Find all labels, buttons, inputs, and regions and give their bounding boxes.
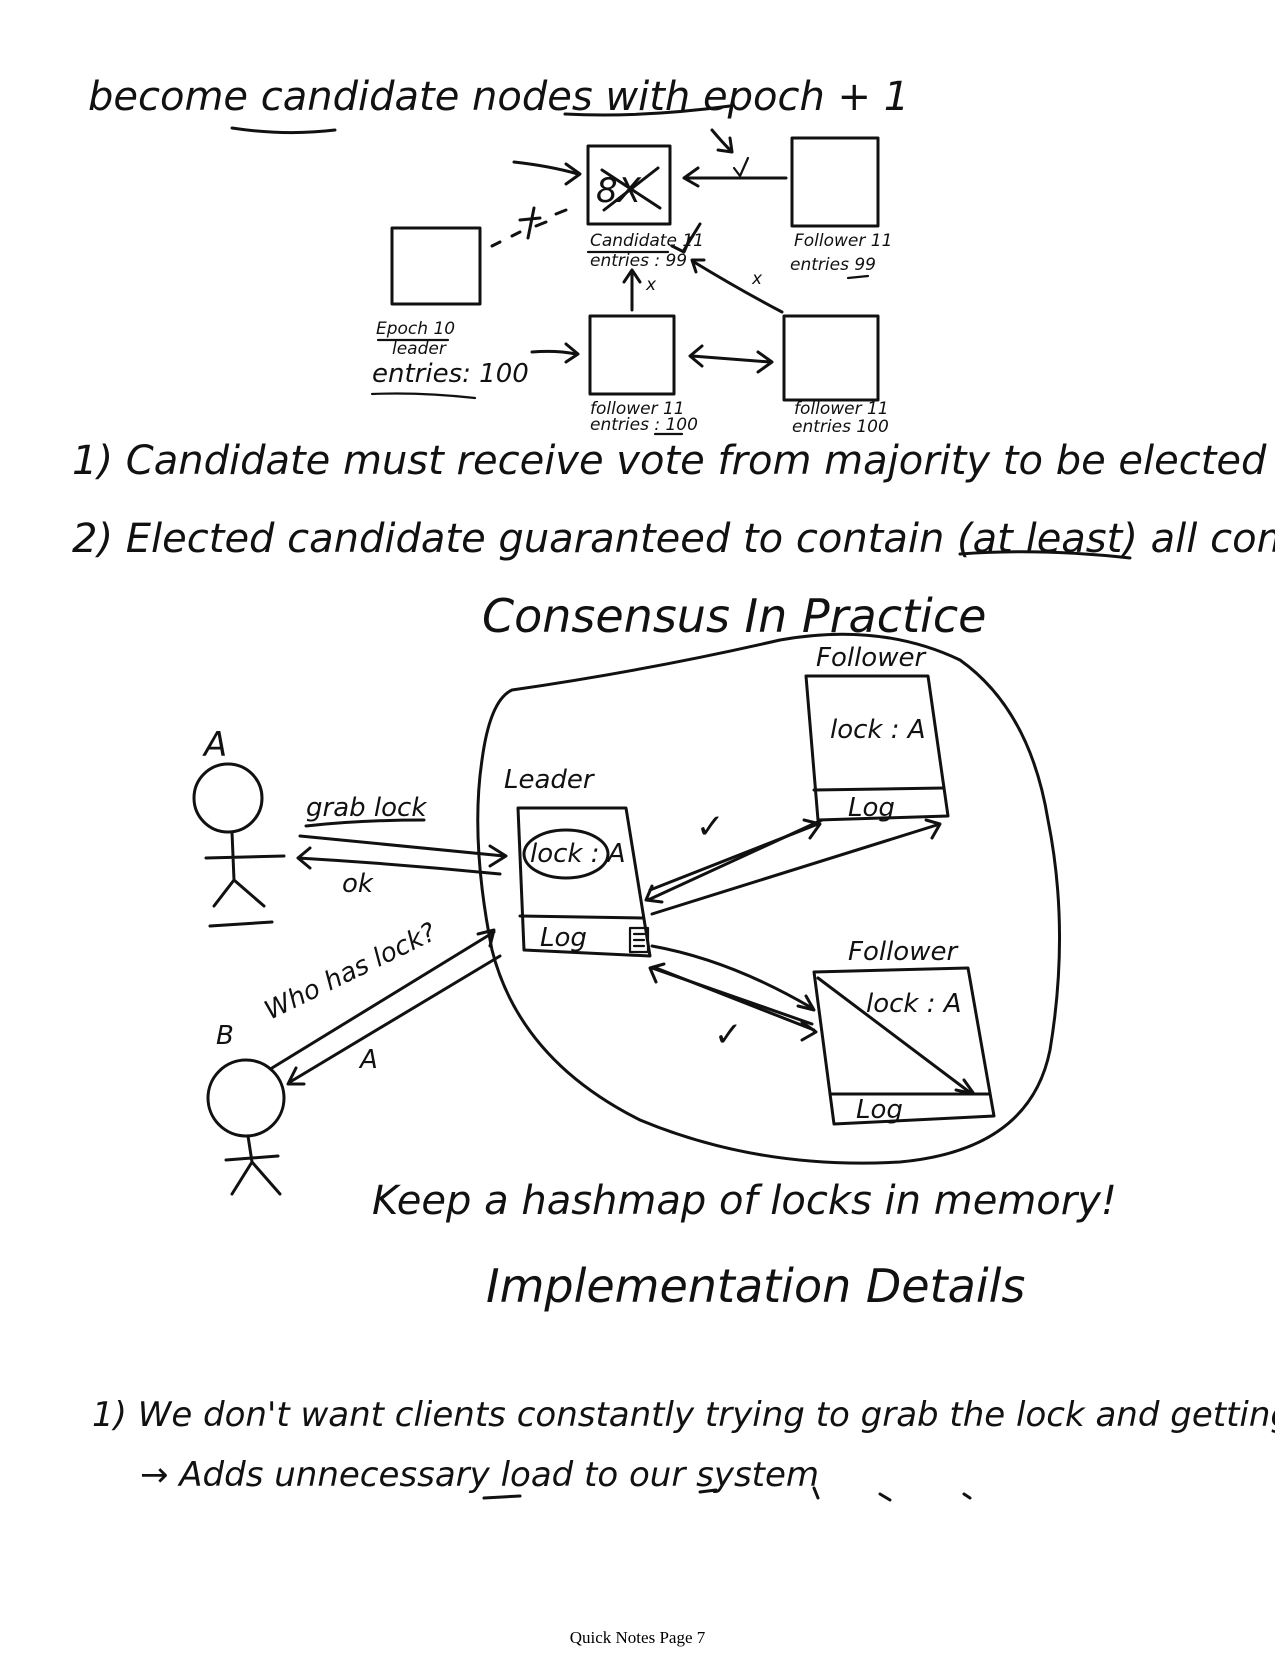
follower-bottom-right-role: follower 11 [794, 399, 889, 419]
leader-label: Leader [504, 765, 596, 795]
reply-a-label: A [358, 1045, 378, 1075]
impl-point-1: 1) We don't want clients constantly tryi… [92, 1395, 1275, 1435]
follower-top-box [804, 674, 950, 822]
follower-bottom-mid-entries: entries : 100 [590, 415, 698, 435]
client-a-label: A [202, 725, 227, 765]
consensus-diagram: A B grab lock ok Who has lock? A Leader … [192, 632, 1061, 1196]
who-has-lock-label: Who has lock? [260, 917, 441, 1026]
cut-off-handwriting [482, 1486, 972, 1502]
follower-bottom-right-entries: entries 100 [792, 417, 889, 437]
section-title-implementation: Implementation Details [486, 1259, 1025, 1313]
follower-top-right-role: Follower 11 [794, 231, 892, 251]
follower-bottom-mid-role: follower 11 [590, 399, 685, 419]
follower-entries-underline [846, 274, 870, 280]
candidate-entries: entries : 99 [590, 251, 687, 271]
follower-top-lock: lock : A [830, 715, 926, 745]
cross-diagonal: x [751, 269, 763, 289]
leader-box [516, 806, 652, 958]
grab-lock-label: grab lock [306, 793, 427, 823]
hashmap-note: Keep a hashmap of locks in memory! [372, 1178, 1117, 1224]
arrow-between-followers [688, 344, 774, 374]
arrow-vote-request [710, 128, 734, 154]
leader-divider [518, 914, 644, 920]
leader-log-text: Log [540, 923, 587, 953]
underline-committed-writes [958, 550, 1132, 560]
arrow-bottom-right-to-candidate [690, 258, 784, 314]
follower-bottom-right-box [782, 314, 880, 402]
leader-lock-text: lock : A [530, 839, 626, 869]
follower-bottom-label: Follower [848, 937, 959, 967]
arrow-leader-to-follower-top [648, 818, 822, 892]
impl-point-1-sub: → Adds unnecessary load to our system [140, 1455, 819, 1495]
underline-epoch [563, 104, 732, 117]
arrow-leader-to-follower-bottom [650, 944, 816, 1012]
cluster-outline [476, 632, 1061, 1165]
client-b-head [206, 1058, 286, 1138]
follower-bottom-log: Log [856, 1095, 903, 1125]
arrow-leader-to-follower-top-log [650, 818, 942, 916]
section-title-consensus: Consensus In Practice [482, 589, 986, 643]
arrow-reply-a [286, 954, 502, 1086]
arrow-ok [296, 846, 502, 876]
client-b-label: B [216, 1021, 234, 1051]
underline-candidate [230, 126, 337, 135]
arrow-up-to-candidate [622, 268, 642, 312]
client-b-body [224, 1134, 282, 1196]
election-diagram: 8X Candidate 11 entries : 99 Follower 11… [370, 128, 892, 437]
page-footer: Quick Notes Page 7 [569, 1628, 706, 1647]
point-1-text: 1) Candidate must receive vote from majo… [72, 438, 1267, 484]
old-leader-box [390, 226, 482, 306]
check-top: ✓ [696, 807, 725, 847]
cross-under-candidate: x [645, 275, 657, 295]
follower-top-right-entries: entries 99 [790, 255, 876, 275]
follower-top-divider [812, 786, 946, 792]
heading-text: become candidate nodes with epoch + 1 [88, 74, 909, 120]
arrow-who-has-lock [270, 928, 496, 1070]
follower-bottom-lock: lock : A [866, 989, 962, 1019]
check-vote-granted [732, 156, 750, 178]
candidate-box [586, 144, 672, 226]
check-bottom: ✓ [714, 1015, 743, 1055]
arrow-candidate-check [670, 222, 702, 254]
strike-through-mark [600, 166, 662, 212]
arrow-follower-bottom-ack [648, 962, 814, 1026]
client-a-body [204, 830, 286, 928]
follower-bottom-mid-box [588, 314, 676, 396]
follower-top-log: Log [848, 793, 895, 823]
arrow-grab-lock [298, 834, 508, 868]
arrow-follower-to-candidate [682, 166, 788, 188]
old-leader-underline [370, 392, 477, 400]
candidate-role: Candidate 11 [590, 231, 704, 251]
old-leader-role: leader [392, 339, 447, 359]
cross-mark-dashed [518, 206, 542, 240]
follower-bottom-inner-arrow [816, 976, 976, 1096]
old-leader-entries: entries: 100 [372, 359, 529, 389]
arrow-into-follower-mid [530, 342, 580, 364]
follower-top-right-box [790, 136, 880, 228]
leader-log-entries [628, 926, 650, 954]
follower-bottom-box [812, 966, 996, 1126]
arrow-follower-top-ack [644, 818, 824, 904]
ok-label: ok [342, 869, 374, 899]
old-leader-epoch: Epoch 10 [376, 319, 455, 339]
grab-lock-underline [304, 818, 426, 828]
follower-top-label: Follower [816, 643, 927, 673]
leader-lock-circle [522, 828, 610, 880]
arrow-into-candidate [512, 160, 582, 186]
client-a-head [192, 762, 264, 834]
dashed-link-old-leader [490, 208, 568, 248]
